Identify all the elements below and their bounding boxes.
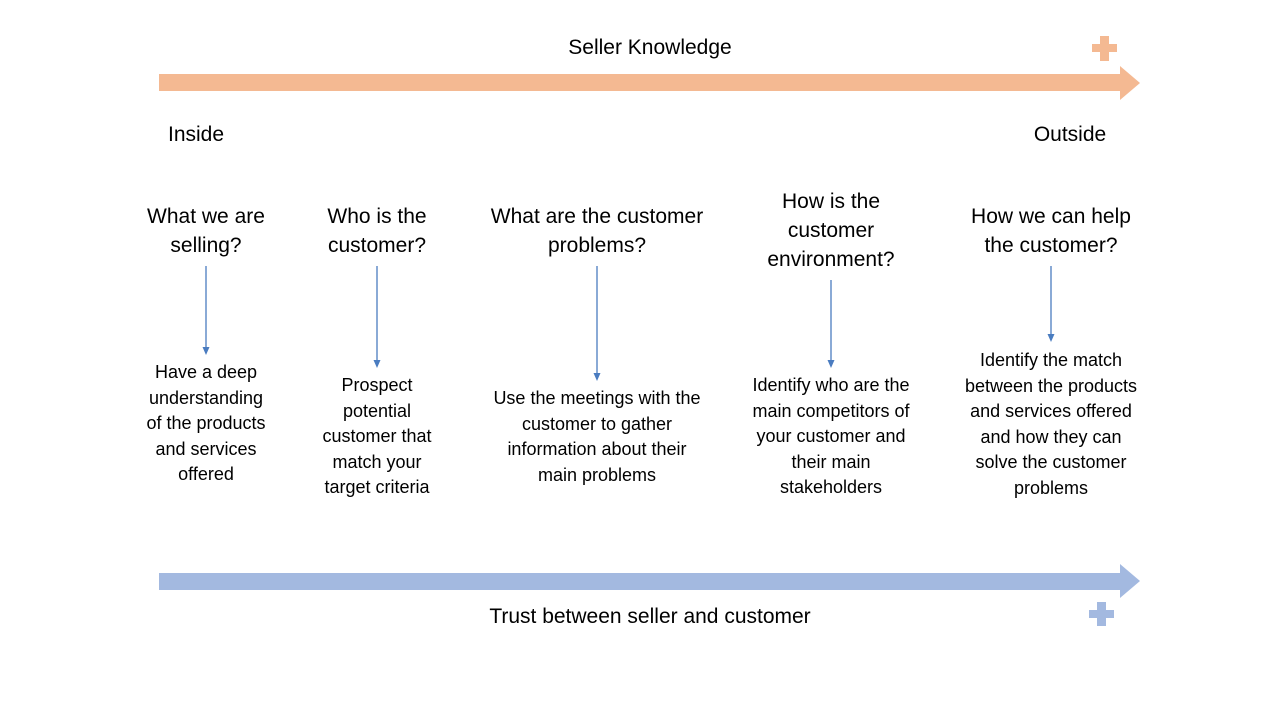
question-5: How we can help the customer? [971,205,1131,257]
answer-4: Identify who are the main competitors of… [752,375,910,497]
answer-1: Have a deep understanding of the product… [146,362,266,484]
connector-arrow-2 [373,266,381,368]
trust-label: Trust between seller and customer [489,605,811,628]
connector-arrow-3 [593,266,601,381]
question-3: What are the customer problems? [490,205,704,257]
trust-arrow [159,564,1140,598]
seller-knowledge-arrow [159,66,1140,100]
inside-label: Inside [168,123,225,146]
top-plus-icon [1092,36,1117,61]
outside-label: Outside [1033,123,1107,146]
answer-5: Identify the match between the products … [964,350,1138,498]
connector-arrow-4 [827,280,835,368]
question-1: What we are selling? [147,205,265,257]
connector-arrow-5 [1047,266,1055,342]
seller-knowledge-label: Seller Knowledge [568,36,732,59]
question-4: How is the customer environment? [767,190,895,271]
answer-2: Prospect potential customer that match y… [322,375,432,497]
answer-3: Use the meetings with the customer to ga… [493,388,701,485]
bottom-plus-icon [1089,602,1114,626]
connector-arrow-1 [202,266,210,355]
question-2: Who is the customer? [327,205,427,257]
